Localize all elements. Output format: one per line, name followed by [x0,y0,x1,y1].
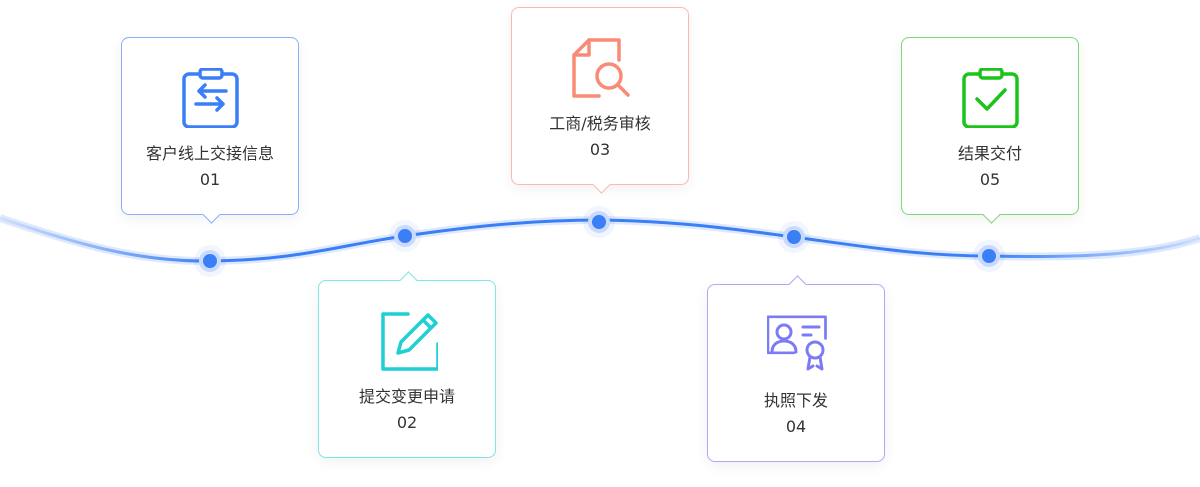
clipboard-check-icon [962,68,1019,128]
step-card-02: 提交变更申请 02 [318,271,496,458]
timeline-node-03 [592,215,606,229]
timeline-node-01 [203,254,217,268]
step-label: 结果交付 [957,144,1022,163]
certificate-icon [767,315,827,371]
timeline-node-04 [787,230,801,244]
step-number: 02 [396,413,418,432]
step-card-01: 客户线上交接信息 01 [121,37,299,224]
document-search-icon [572,38,630,98]
step-card-04: 执照下发 04 [707,275,885,462]
step-number: 05 [979,170,1001,189]
step-number: 04 [785,417,807,436]
step-card-03: 工商/税务审核 03 [511,7,689,194]
step-label: 执照下发 [763,391,828,410]
clipboard-transfer-icon [182,68,239,128]
step-label: 客户线上交接信息 [145,144,274,163]
step-number: 01 [199,170,221,189]
timeline-node-02 [398,229,412,243]
step-number: 03 [589,140,611,159]
step-label: 提交变更申请 [358,387,455,406]
timeline-node-05 [982,249,996,263]
step-card-05: 结果交付 05 [901,37,1079,224]
step-label: 工商/税务审核 [549,114,651,133]
edit-icon [381,312,438,371]
